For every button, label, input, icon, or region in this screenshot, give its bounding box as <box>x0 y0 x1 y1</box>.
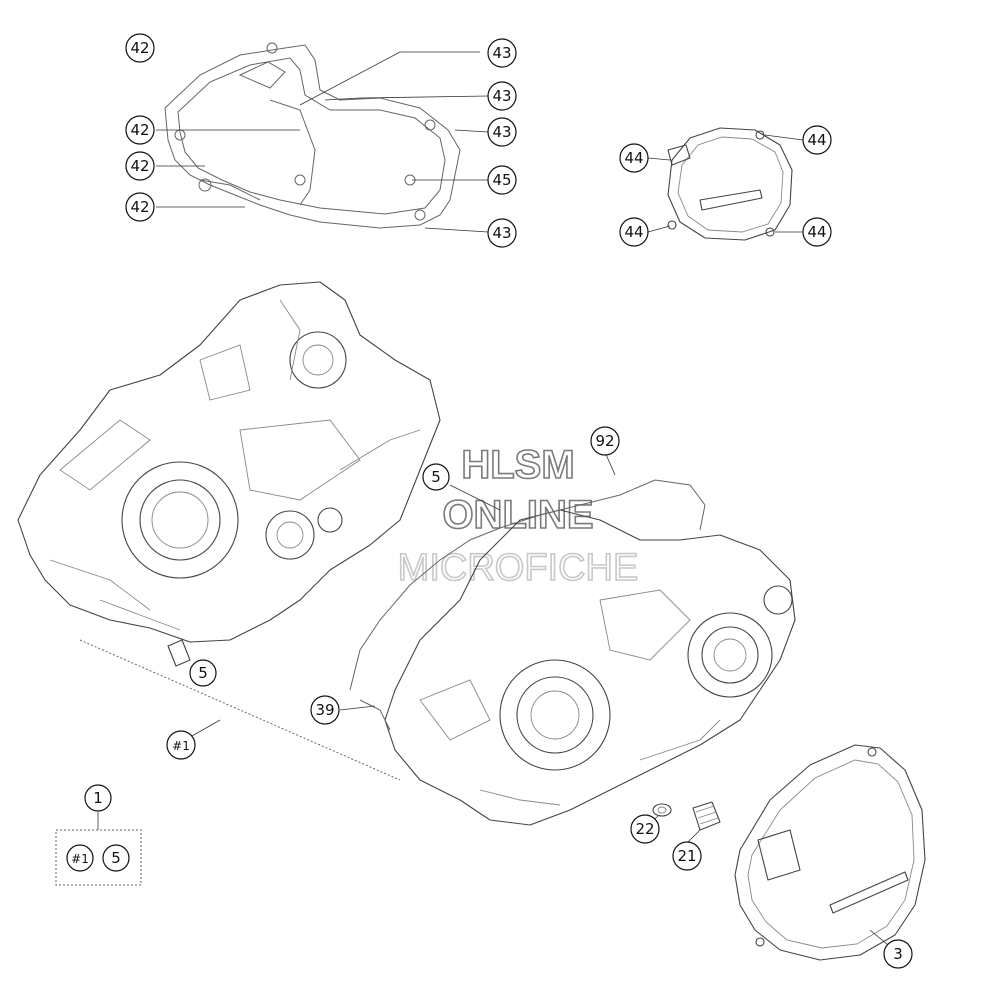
callout-44-top-left: 44 <box>619 143 649 173</box>
callout-42-a: 42 <box>125 115 155 145</box>
svg-text:42: 42 <box>130 157 149 175</box>
ignition-cover-drawing <box>734 744 926 961</box>
svg-text:44: 44 <box>807 223 826 241</box>
callout-5-middle: 5 <box>422 463 450 491</box>
ignition-cover-leader <box>869 929 889 946</box>
svg-text:1: 1 <box>93 789 103 807</box>
left-crankcase-drawing <box>17 281 441 781</box>
svg-text:42: 42 <box>130 121 149 139</box>
callout-22: 22 <box>630 814 660 844</box>
svg-text:42: 42 <box>130 39 149 57</box>
svg-text:44: 44 <box>624 149 643 167</box>
gasket-set-drawing <box>164 42 461 229</box>
small-parts-drawing <box>167 639 721 831</box>
svg-text:#1: #1 <box>172 739 190 753</box>
callout-hash1-box: #1 <box>66 844 94 872</box>
callout-44-bottom-right: 44 <box>802 217 832 247</box>
callout-92: 92 <box>590 426 620 456</box>
watermark: HLSM ONLINE MICROFICHE <box>397 442 639 590</box>
callout-43-c: 43 <box>487 117 517 147</box>
svg-text:42: 42 <box>130 198 149 216</box>
svg-text:43: 43 <box>492 224 511 242</box>
svg-text:5: 5 <box>111 849 121 867</box>
svg-text:43: 43 <box>492 44 511 62</box>
svg-text:92: 92 <box>595 432 614 450</box>
svg-text:5: 5 <box>431 468 441 486</box>
callout-5-box: 5 <box>102 844 130 872</box>
callout-5-left: 5 <box>189 659 217 687</box>
callout-21: 21 <box>672 841 702 871</box>
svg-text:45: 45 <box>492 171 511 189</box>
callout-43-d: 43 <box>487 218 517 248</box>
callout-1: 1 <box>84 784 112 812</box>
svg-text:43: 43 <box>492 123 511 141</box>
svg-text:44: 44 <box>624 223 643 241</box>
callout-39: 39 <box>310 695 340 725</box>
svg-text:5: 5 <box>198 664 208 682</box>
callout-44-top-right: 44 <box>802 125 832 155</box>
callout-42-b: 42 <box>125 151 155 181</box>
svg-text:43: 43 <box>492 87 511 105</box>
watermark-line3: MICROFICHE <box>398 547 639 589</box>
callout-hash1: #1 <box>166 730 196 760</box>
svg-text:3: 3 <box>893 945 903 963</box>
callout-43-a: 43 <box>487 38 517 68</box>
callout-43-b: 43 <box>487 81 517 111</box>
svg-text:44: 44 <box>807 131 826 149</box>
watermark-line1: HLSM <box>461 443 574 487</box>
svg-text:22: 22 <box>635 820 654 838</box>
callout-3: 3 <box>883 939 913 969</box>
clutch-cover-drawing <box>667 127 793 241</box>
callout-42-c: 42 <box>125 192 155 222</box>
callout-45: 45 <box>487 165 517 195</box>
gasket-leaders <box>156 51 489 233</box>
callout-44-bottom-left: 44 <box>619 217 649 247</box>
kit-reference-box <box>55 812 142 886</box>
svg-text:#1: #1 <box>71 852 89 866</box>
watermark-line2: ONLINE <box>442 493 593 537</box>
clutch-cover-leaders <box>647 134 804 233</box>
callout-42-top: 42 <box>125 33 155 63</box>
right-crankcase-drawing <box>349 479 796 826</box>
svg-text:39: 39 <box>315 701 334 719</box>
svg-text:21: 21 <box>677 847 696 865</box>
